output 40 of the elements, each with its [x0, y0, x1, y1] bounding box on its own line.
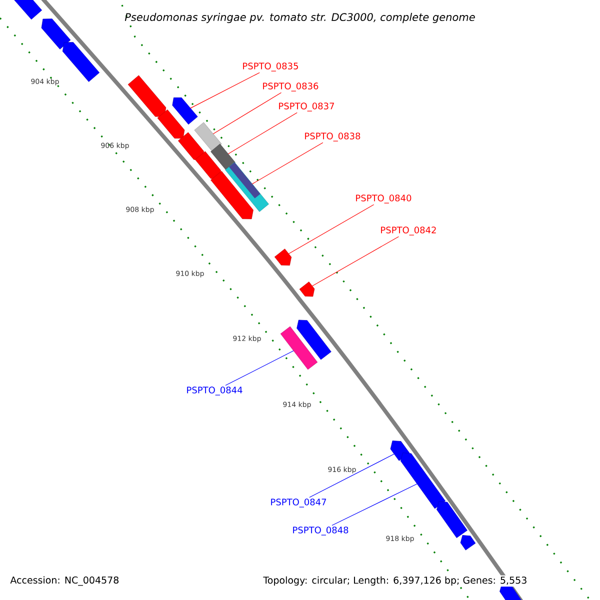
gene-label: PSPTO_0837 — [279, 102, 334, 112]
gene-label: PSPTO_0836 — [263, 82, 318, 92]
gene-block — [390, 440, 410, 461]
gene-block — [128, 75, 166, 117]
gene-block — [436, 501, 468, 538]
gene-block — [460, 535, 476, 550]
gene-block — [400, 452, 446, 509]
leader-line — [309, 454, 394, 498]
leader-line — [190, 72, 260, 108]
gene-box — [194, 122, 222, 152]
gene-block — [62, 42, 100, 82]
footer-text: Accession: NC_004578 — [9, 575, 120, 587]
leader-line — [252, 142, 324, 184]
gene-label: PSPTO_0848 — [293, 526, 348, 536]
leader-line — [212, 92, 282, 134]
gene-label: PSPTO_0838 — [305, 132, 360, 142]
leader-line — [225, 350, 294, 386]
gene-block — [274, 248, 292, 266]
gene-block — [178, 132, 204, 160]
leader-line — [288, 204, 374, 254]
gene-block — [299, 282, 315, 297]
gene-label: PSPTO_0840 — [356, 194, 412, 204]
gene-block — [157, 110, 185, 138]
gene-label: PSPTO_0835 — [243, 62, 298, 72]
gene-block — [210, 171, 254, 220]
gene-block — [14, 0, 42, 20]
gene-label: PSPTO_0844 — [187, 386, 242, 396]
footer-text: Topology: circular; Length: 6,397,126 bp; Genes: 5,553 — [262, 575, 528, 587]
gene-block — [195, 151, 221, 179]
gene-block — [296, 320, 332, 360]
leader-line — [312, 236, 399, 286]
gene-block — [172, 97, 198, 125]
gene-label: PSPTO_0847 — [271, 498, 326, 508]
title: Pseudomonas syringae pv. tomato str. DC3000, complete genome — [124, 12, 475, 24]
gene-box — [210, 144, 236, 170]
gene-label: PSPTO_0842 — [381, 226, 436, 236]
leader-line — [332, 484, 418, 526]
gene-block — [41, 18, 71, 50]
gene-box — [280, 326, 318, 370]
leader-line — [228, 112, 298, 154]
